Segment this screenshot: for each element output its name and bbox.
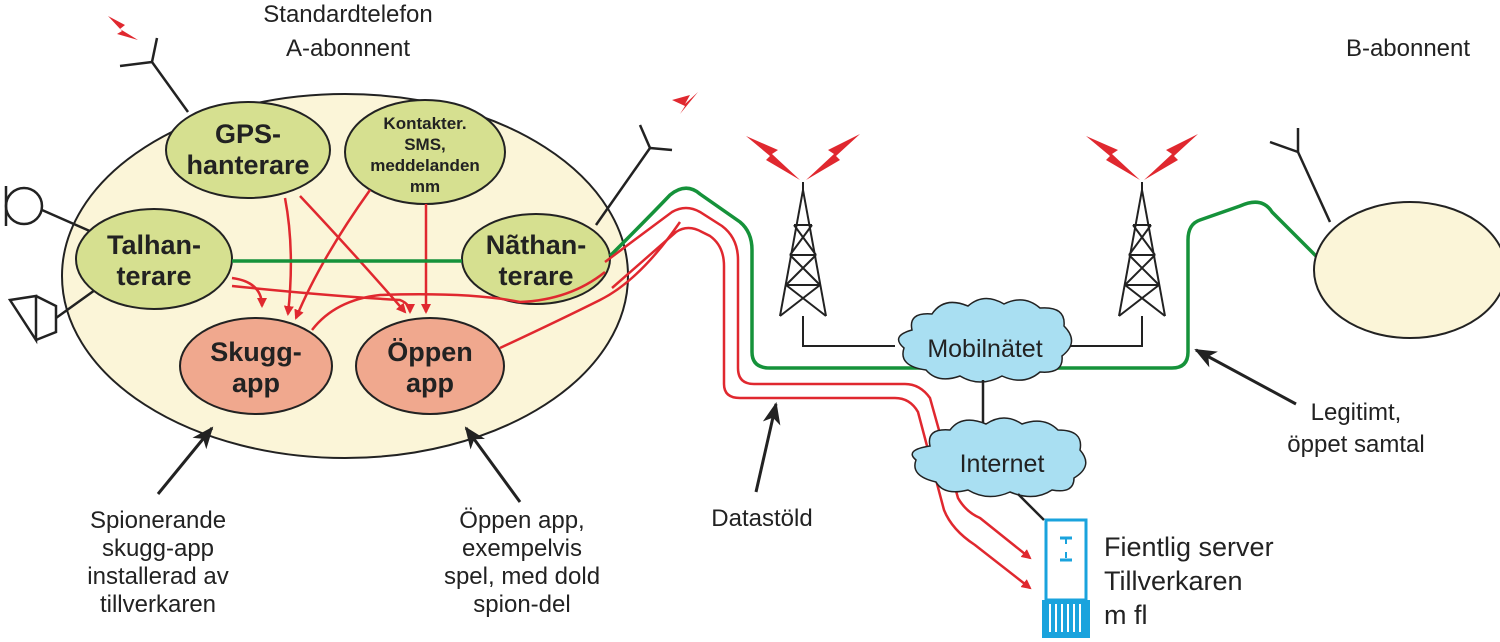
mobile-network-cloud: Mobilnätet (897, 297, 1073, 383)
svg-text:Talhan-: Talhan- (107, 230, 201, 260)
annotation-data-theft: Datastöld (711, 505, 812, 532)
server-icon (1042, 518, 1090, 638)
svg-text:SMS,: SMS, (404, 135, 446, 154)
signal-icon (746, 136, 800, 180)
signal-icon (672, 92, 698, 114)
signal-icon (806, 134, 860, 180)
svg-text:installerad av: installerad av (87, 563, 228, 590)
talk-module: Talhan- terare (75, 208, 233, 310)
open-app-module: Öppen app (355, 317, 505, 415)
antenna-icon (119, 37, 190, 113)
internet-cloud: Internet (911, 417, 1087, 498)
gps-module: GPS- hanterare (165, 101, 331, 199)
data-theft-paths (604, 206, 1032, 590)
svg-text:exempelvis: exempelvis (462, 535, 582, 562)
signal-icon (108, 16, 138, 40)
svg-text:app: app (406, 368, 454, 398)
cell-tower-left (779, 182, 895, 347)
svg-text:Kontakter.: Kontakter. (383, 114, 466, 133)
svg-text:Öppen app,: Öppen app, (459, 507, 584, 534)
svg-text:spel, med dold: spel, med dold (444, 563, 600, 590)
svg-text:app: app (232, 368, 280, 398)
annotation-legit-call: Legitimt, öppet samtal (1287, 399, 1424, 458)
phone-b: B-abonnent (1313, 35, 1500, 339)
annotation-arrows (156, 348, 1297, 503)
svg-text:Spionerande: Spionerande (90, 507, 226, 534)
contacts-module: Kontakter. SMS, meddelanden mm (344, 99, 506, 205)
svg-text:Skugg-: Skugg- (210, 337, 302, 367)
net-module: Nãthan- terare (461, 213, 611, 305)
call-path (608, 186, 1320, 370)
server-label-line2: Tillverkaren (1104, 566, 1243, 596)
svg-text:terare: terare (116, 261, 191, 291)
phone-a-title-line1: Standardtelefon (263, 1, 432, 28)
svg-text:Nãthan-: Nãthan- (486, 230, 587, 260)
svg-text:Öppen: Öppen (387, 337, 473, 367)
speaker-icon (7, 288, 96, 345)
antenna-icon (594, 124, 673, 226)
signal-icon (1144, 134, 1198, 180)
shadow-app-module: Skugg- app (179, 317, 333, 415)
svg-text:meddelanden: meddelanden (370, 156, 480, 175)
microphone-icon (4, 186, 93, 234)
internet-label: Internet (960, 450, 1045, 478)
svg-text:skugg-app: skugg-app (102, 535, 214, 562)
phone-b-title: B-abonnent (1346, 35, 1470, 62)
annotation-open-app: Öppen app, exempelvis spel, med dold spi… (444, 507, 600, 618)
svg-text:spion-del: spion-del (473, 591, 570, 618)
svg-text:öppet samtal: öppet samtal (1287, 431, 1424, 458)
svg-text:Legitimt,: Legitimt, (1311, 399, 1402, 426)
signal-icon (1086, 136, 1140, 180)
phone-a-title-line2: A-abonnent (286, 35, 410, 62)
svg-text:GPS-: GPS- (215, 119, 281, 149)
annotation-shadow-app: Spionerande skugg-app installerad av til… (87, 507, 228, 618)
svg-text:mm: mm (410, 177, 440, 196)
svg-text:tillverkaren: tillverkaren (100, 591, 216, 618)
cell-tower-right (1062, 182, 1166, 347)
svg-text:terare: terare (498, 261, 573, 291)
svg-text:hanterare: hanterare (186, 150, 309, 180)
internal-data-flows (231, 189, 682, 350)
mobile-network-label: Mobilnätet (927, 335, 1042, 363)
antenna-icon (1269, 128, 1332, 223)
server-label-line1: Fientlig server (1104, 532, 1274, 562)
server-label-line3: m fl (1104, 600, 1148, 630)
